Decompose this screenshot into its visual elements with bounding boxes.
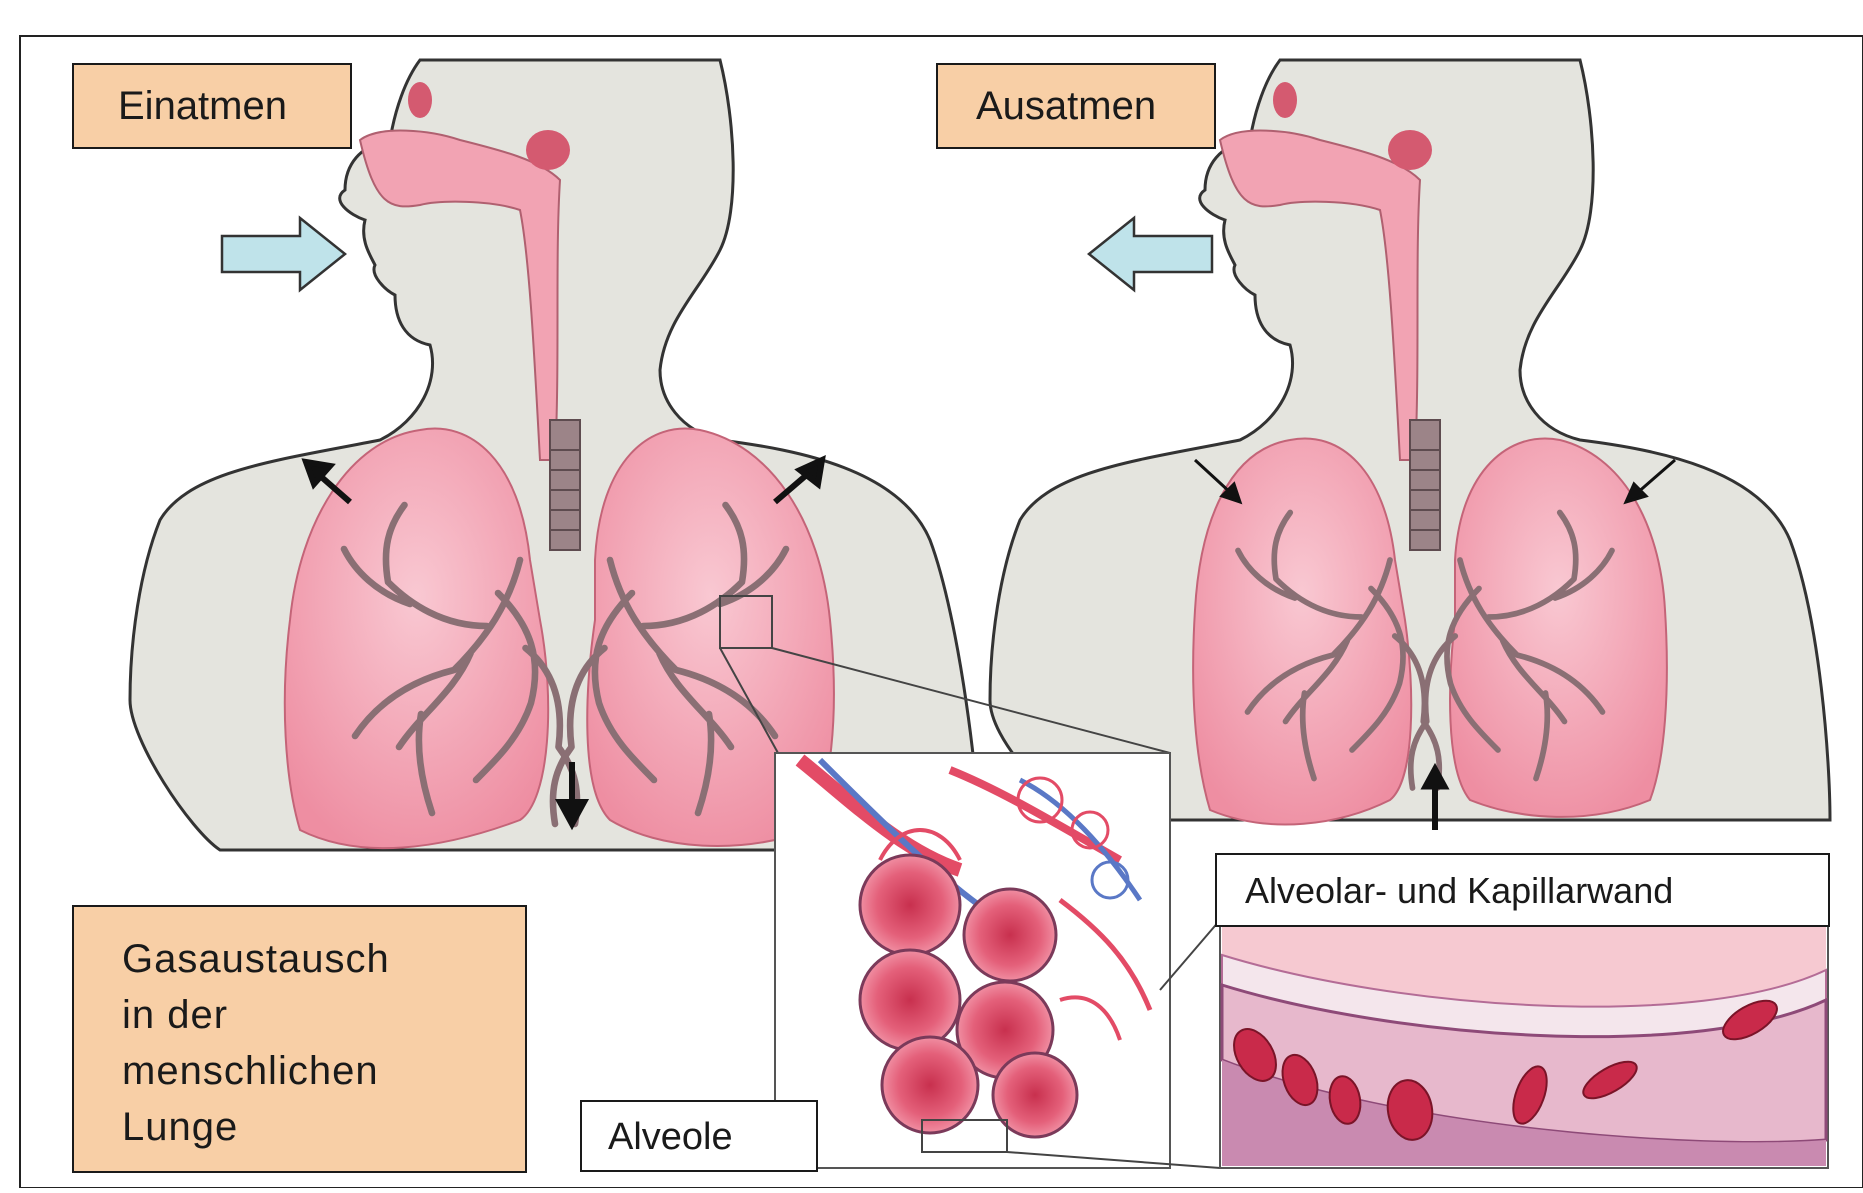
title-line-4: Lunge	[122, 1099, 525, 1155]
right-pituitary	[1388, 130, 1432, 170]
exhale-label: Ausatmen	[936, 63, 1216, 149]
wall-label: Alveolar- und Kapillarwand	[1215, 853, 1830, 927]
page-title: Gasaustausch in der menschlichen Lunge	[72, 905, 527, 1173]
airflow-in-arrow-icon	[222, 218, 345, 290]
right-torso	[990, 60, 1830, 824]
inhale-label: Einatmen	[72, 63, 352, 149]
left-brain-marker	[408, 82, 432, 118]
capillary-wall	[1222, 925, 1826, 1166]
title-line-1: Gasaustausch	[122, 931, 525, 987]
airflow-out-arrow-icon	[1089, 218, 1212, 290]
left-torso	[130, 60, 980, 850]
alveole-label: Alveole	[580, 1100, 818, 1172]
title-line-2: in der	[122, 987, 525, 1043]
right-brain-marker	[1273, 82, 1297, 118]
title-line-3: menschlichen	[122, 1043, 525, 1099]
left-pituitary	[526, 130, 570, 170]
